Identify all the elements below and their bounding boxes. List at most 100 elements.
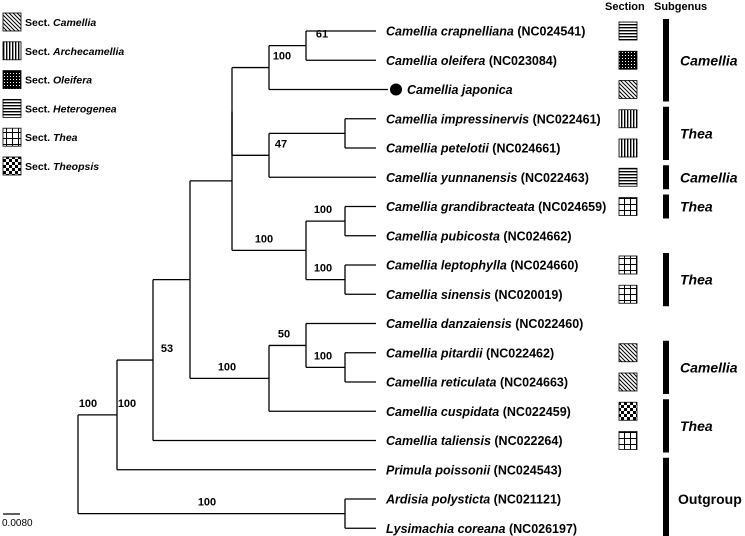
taxon-label: Ardisia polysticta (NC021121) <box>385 493 561 507</box>
subgenus-bar <box>663 340 669 394</box>
legend-entry: Sect. Thea <box>25 132 78 144</box>
taxon-label: Camellia crapnelliana (NC024541) <box>386 25 585 39</box>
taxon-name: Primula poissonii <box>386 463 491 477</box>
bootstrap-value: 61 <box>316 29 328 41</box>
section-pattern-icon <box>618 343 638 363</box>
taxon-label: Camellia pubicosta (NC024662) <box>386 229 572 243</box>
taxon-name: Ardisia polysticta <box>385 493 490 507</box>
taxon-accession: (NC022462) <box>483 346 555 360</box>
taxon-label: Camellia taliensis (NC022264) <box>386 434 563 448</box>
taxon-accession: (NC023084) <box>485 54 557 68</box>
bootstrap-value: 47 <box>275 138 287 150</box>
legend-section-name: Camellia <box>53 17 96 29</box>
section-pattern-icon <box>618 50 638 70</box>
taxon-label: Camellia japonica <box>407 83 513 97</box>
legend-prefix: Sect. <box>25 46 53 58</box>
taxon-label: Camellia sinensis (NC020019) <box>386 288 563 302</box>
section-pattern-icon <box>618 80 638 99</box>
taxon-name: Camellia yunnanensis <box>386 171 517 185</box>
bootstrap-value: 100 <box>79 398 97 410</box>
taxon-accession: (NC024541) <box>514 25 586 39</box>
taxon-name: Camellia impressinervis <box>386 112 529 126</box>
subgenus-bar <box>663 399 669 453</box>
taxon-accession: (NC024659) <box>535 200 607 214</box>
subgenus-label: Camellia <box>680 52 738 68</box>
subgenus-header: Subgenus <box>654 1 707 13</box>
bootstrap-value: 100 <box>198 497 216 509</box>
taxon-name: Camellia reticulata <box>386 376 497 390</box>
taxon-accession: (NC021121) <box>490 493 561 507</box>
legend-prefix: Sect. <box>25 17 53 29</box>
taxon-label: Camellia danzaiensis (NC022460) <box>386 317 583 331</box>
subgenus-bar <box>663 165 669 190</box>
bootstrap-value: 53 <box>161 343 173 355</box>
bootstrap-value: 100 <box>314 204 332 216</box>
taxon-accession: (NC024543) <box>490 463 562 477</box>
taxon-accession: (NC026197) <box>506 522 578 536</box>
section-pattern-icon <box>618 431 638 450</box>
legend-swatch-icon <box>2 156 22 176</box>
subgenus-bar <box>663 19 669 102</box>
legend-entry: Sect. Heterogenea <box>25 103 117 115</box>
subgenus-bar <box>663 457 669 536</box>
taxon-accession: (NC024662) <box>500 229 572 243</box>
taxon-accession: (NC024663) <box>496 376 568 390</box>
legend-swatch-icon <box>2 99 22 118</box>
legend-section-name: Oleifera <box>53 75 92 87</box>
subgenus-label: Thea <box>680 418 713 434</box>
taxon-name: Camellia sinensis <box>386 288 491 302</box>
subgenus-bar <box>663 253 669 307</box>
taxon-label: Camellia yunnanensis (NC022463) <box>386 171 589 185</box>
bootstrap-value: 100 <box>118 398 136 410</box>
bootstrap-value: 100 <box>314 263 332 275</box>
taxon-name: Camellia japonica <box>407 83 513 97</box>
section-pattern-icon <box>618 255 638 275</box>
legend-entry: Sect. Archecamellia <box>25 46 124 58</box>
taxon-label: Camellia reticulata (NC024663) <box>386 376 568 390</box>
legend-section-name: Heterogenea <box>53 103 117 115</box>
taxon-name: Camellia taliensis <box>386 434 491 448</box>
section-pattern-icon <box>618 197 638 216</box>
taxon-name: Camellia cuspidata <box>386 405 499 419</box>
taxon-name: Camellia pubicosta <box>386 229 500 243</box>
bootstrap-value: 100 <box>314 350 332 362</box>
taxon-accession: (NC024660) <box>507 259 579 273</box>
taxon-name: Camellia oleifera <box>386 54 485 68</box>
taxon-label: Camellia leptophylla (NC024660) <box>386 259 578 273</box>
section-pattern-icon <box>618 401 638 421</box>
taxon-accession: (NC024661) <box>489 142 561 156</box>
taxon-label: Camellia impressinervis (NC022461) <box>386 112 601 126</box>
taxon-accession: (NC022463) <box>517 171 589 185</box>
taxon-label: Camellia oleifera (NC023084) <box>386 54 557 68</box>
subgenus-label: Thea <box>680 199 713 215</box>
taxon-accession: (NC022459) <box>499 405 571 419</box>
legend-entry: Sect. Camellia <box>25 17 96 29</box>
legend-swatch-icon <box>2 70 22 89</box>
taxon-label: Primula poissonii (NC024543) <box>386 463 562 477</box>
taxon-accession: (NC022460) <box>512 317 584 331</box>
subgenus-bar <box>663 194 669 219</box>
focal-taxon-marker-icon <box>390 83 402 96</box>
legend-prefix: Sect. <box>25 161 53 173</box>
taxon-name: Camellia grandibracteata <box>386 200 535 214</box>
taxon-label: Camellia petelotii (NC024661) <box>386 142 560 156</box>
subgenus-label: Thea <box>680 125 713 141</box>
legend-entry: Sect. Oleifera <box>25 75 92 87</box>
legend-swatch-icon <box>2 12 22 32</box>
bootstrap-value: 50 <box>278 328 290 340</box>
taxon-name: Camellia pitardii <box>386 346 483 360</box>
taxon-label: Camellia grandibracteata (NC024659) <box>386 200 606 214</box>
taxon-label: Camellia cuspidata (NC022459) <box>386 405 571 419</box>
subgenus-label: Outgroup <box>678 491 742 507</box>
legend-prefix: Sect. <box>25 132 53 144</box>
subgenus-bar <box>663 106 669 160</box>
taxon-accession: (NC022264) <box>491 434 563 448</box>
taxon-label: Lysimachia coreana (NC026197) <box>386 522 577 536</box>
taxon-name: Camellia petelotii <box>386 142 489 156</box>
bootstrap-value: 100 <box>273 51 291 63</box>
legend-section-name: Archecamellia <box>52 46 124 58</box>
legend-prefix: Sect. <box>25 75 53 87</box>
subgenus-label: Thea <box>680 272 713 288</box>
taxon-accession: (NC022461) <box>529 112 601 126</box>
